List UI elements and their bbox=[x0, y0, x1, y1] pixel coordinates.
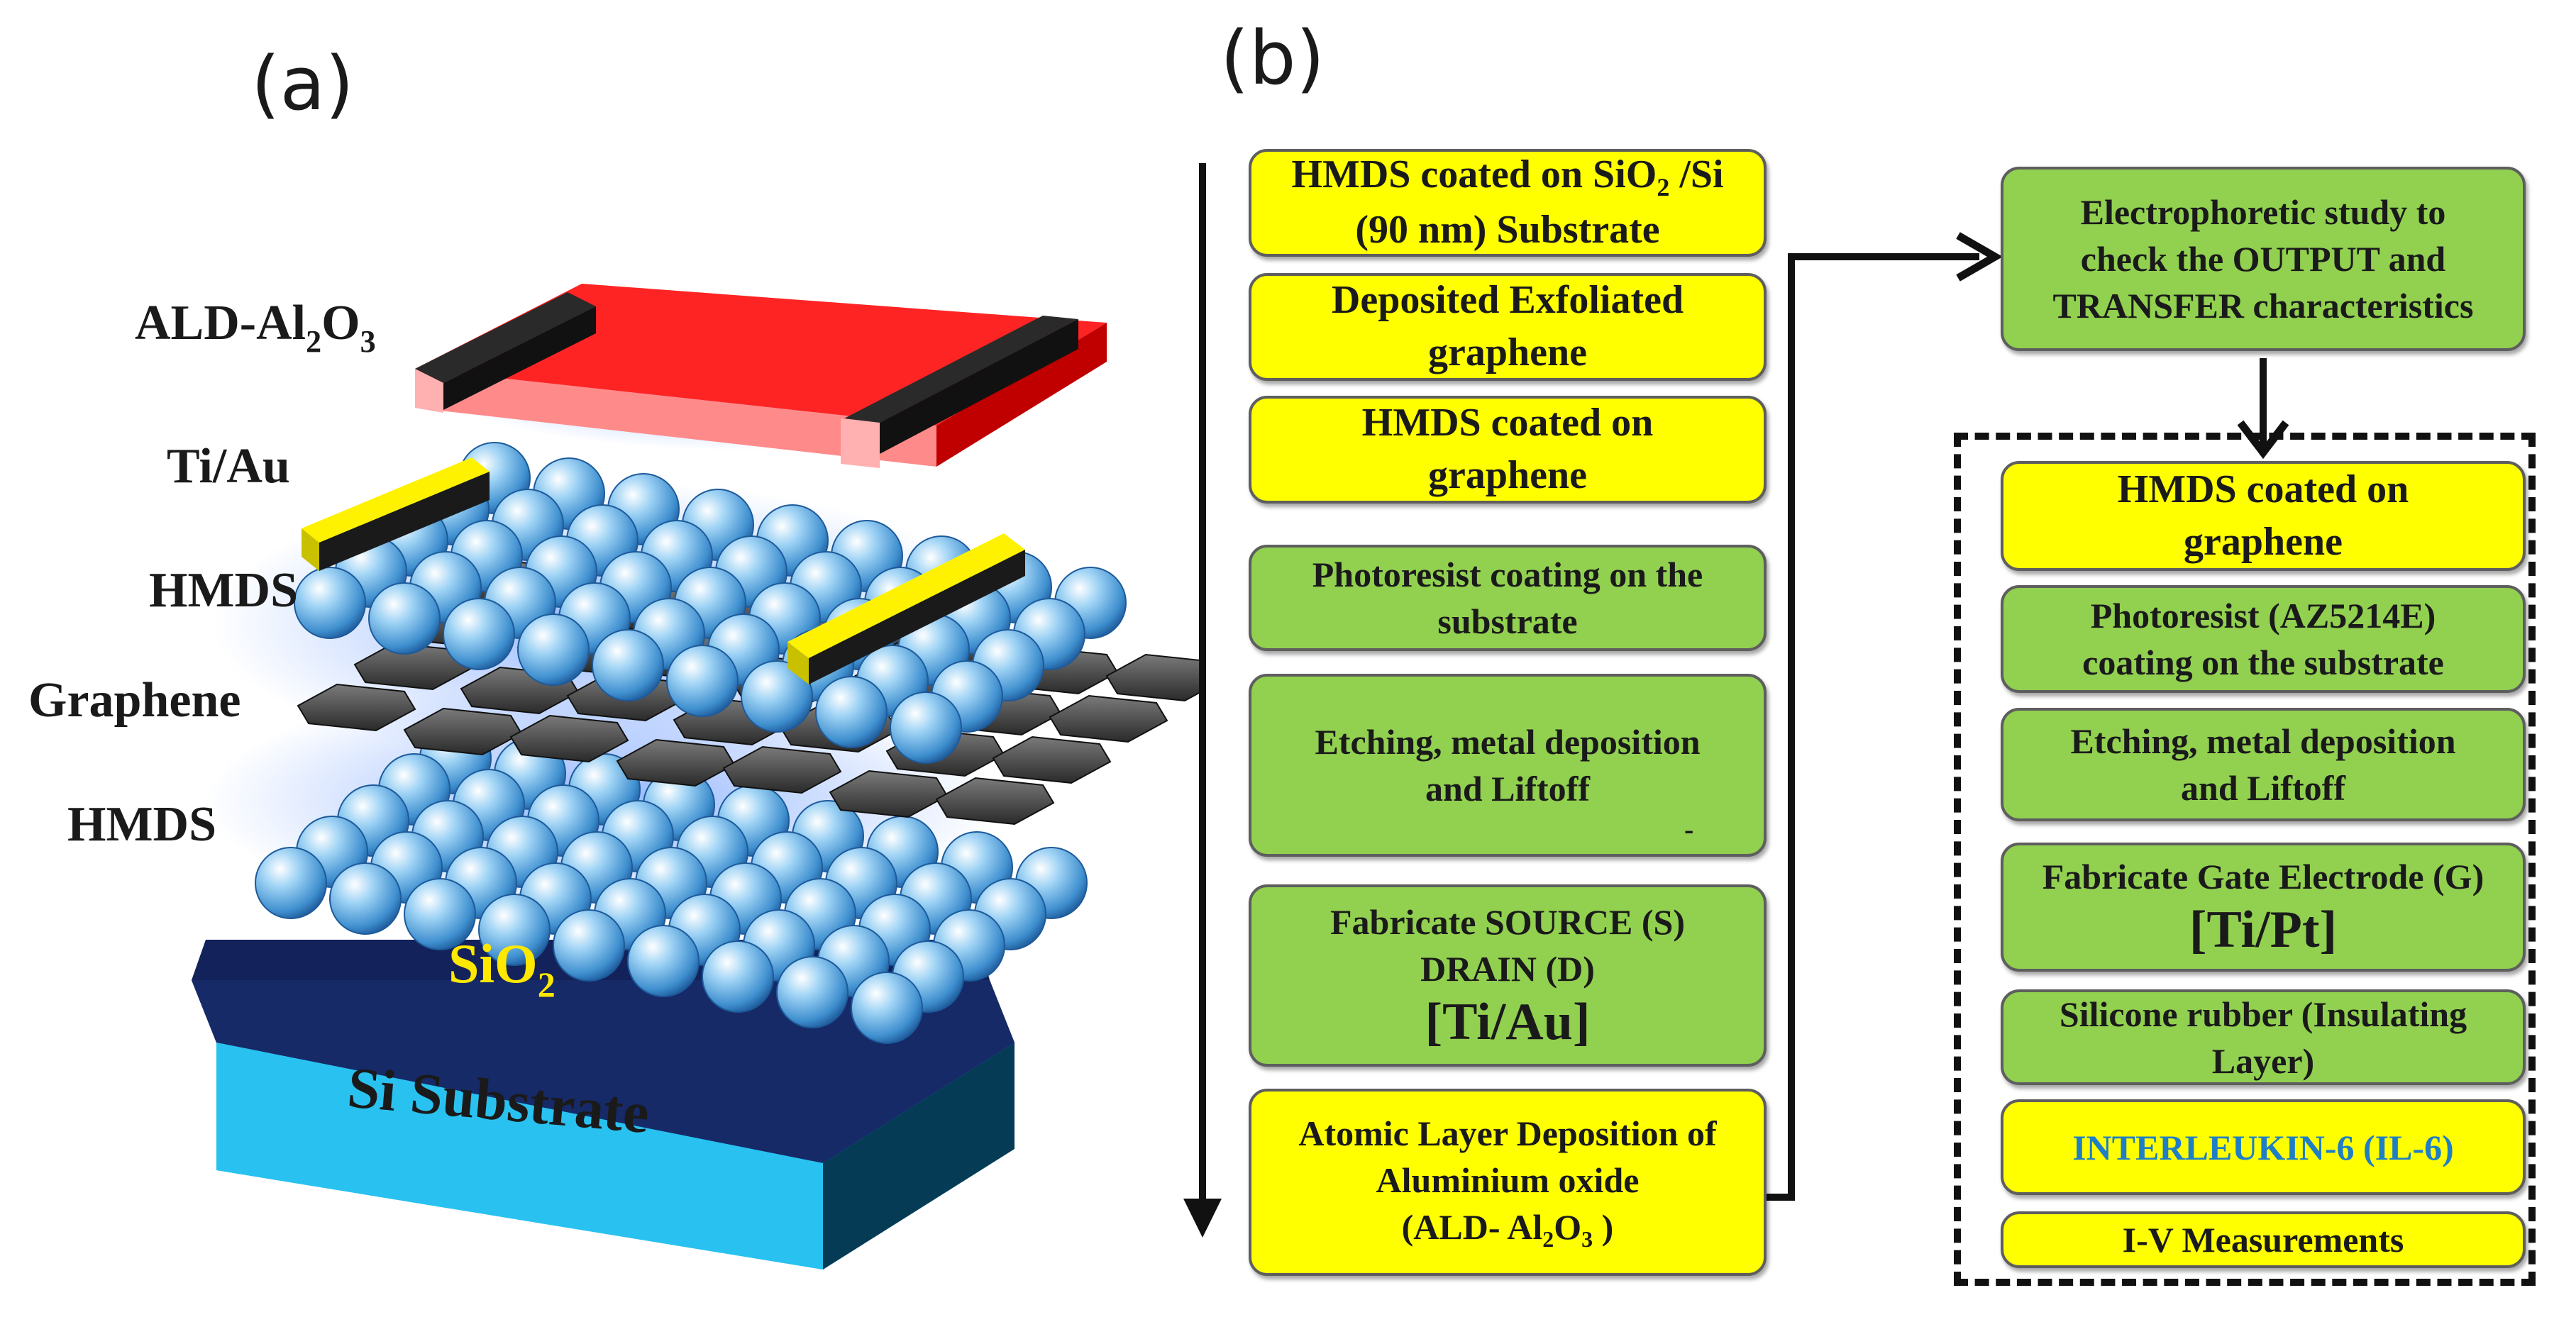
label-graphene: Graphene bbox=[28, 673, 241, 728]
step-ald-line3: (ALD- Al2O3 ) bbox=[1401, 1207, 1614, 1252]
graphene-hex-tile bbox=[992, 735, 1112, 784]
step-ald-aluminium-oxide: Atomic Layer Deposition of Aluminium oxi… bbox=[1249, 1089, 1767, 1276]
step-photoresist-left-line1: Photoresist coating on the bbox=[1312, 555, 1703, 594]
step-etching-right-line1: Etching, metal deposition bbox=[2070, 721, 2456, 761]
step-photoresist-left-line2: substrate bbox=[1437, 601, 1578, 641]
step-photoresist-left: Photoresist coating on the substrate bbox=[1249, 545, 1767, 651]
hmds-sphere bbox=[702, 940, 774, 1013]
step-hmds-graphene-right: HMDS coated on graphene bbox=[2001, 461, 2526, 571]
step-fabricate-source-drain: Fabricate SOURCE (S) DRAIN (D) [Ti/Au] bbox=[1249, 884, 1767, 1067]
step-il6-line1: INTERLEUKIN-6 (IL-6) bbox=[2072, 1127, 2454, 1167]
step-etching-left-mark: - bbox=[1684, 813, 1694, 845]
label-ti-au: Ti/Au bbox=[167, 439, 290, 494]
step-gate-line2: [Ti/Pt] bbox=[2189, 901, 2338, 960]
step-hmds-sio2-line2: (90 nm) Substrate bbox=[1355, 208, 1660, 252]
step-photoresist-right-line2: coating on the substrate bbox=[2082, 643, 2444, 682]
step-etching-left-line2: and Liftoff bbox=[1425, 769, 1590, 809]
step-hmds-sio2-substrate: HMDS coated on SiO2 /Si (90 nm) Substrat… bbox=[1249, 149, 1767, 257]
step-silicone-line1: Silicone rubber (Insulating bbox=[2059, 994, 2467, 1034]
step-interleukin-6: INTERLEUKIN-6 (IL-6) bbox=[2001, 1099, 2526, 1195]
hmds-sphere bbox=[666, 645, 739, 717]
step-silicone-line2: Layer) bbox=[2211, 1040, 2315, 1081]
device-stack-illustration: ALD-Al2O3 Ti/Au HMDS Graphene HMDS SiO2 … bbox=[28, 284, 1206, 1270]
ti-au-contacts bbox=[302, 457, 1025, 684]
step-sd-line1: Fabricate SOURCE (S) bbox=[1330, 901, 1685, 942]
dashed-group-border bbox=[1954, 433, 2536, 1286]
hmds-sphere bbox=[329, 862, 402, 935]
step-hmds-left-line2: graphene bbox=[1428, 453, 1587, 497]
step-electro-line2: check the OUTPUT and bbox=[2080, 239, 2446, 279]
step-ald-line2: Aluminium oxide bbox=[1376, 1160, 1640, 1201]
step-electro-line1: Electrophoretic study to bbox=[2080, 192, 2446, 232]
step-photoresist-right: Photoresist (AZ5214E) coating on the sub… bbox=[2001, 585, 2526, 693]
graphene-hex-tile bbox=[1105, 653, 1206, 702]
step-electrophoretic-study: Electrophoretic study to check the OUTPU… bbox=[2001, 167, 2526, 351]
step-hmds-left-line1: HMDS coated on bbox=[1361, 401, 1654, 445]
step-ald-line1: Atomic Layer Deposition of bbox=[1298, 1113, 1717, 1154]
hmds-sphere bbox=[478, 894, 551, 966]
step-iv-measurements: I-V Measurements bbox=[2001, 1211, 2526, 1268]
graphene-hex-tile bbox=[509, 714, 629, 763]
step-etching-left-line1: Etching, metal deposition bbox=[1315, 722, 1701, 762]
step-deposited-line2: graphene bbox=[1428, 330, 1587, 374]
label-hmds-bottom: HMDS bbox=[67, 797, 216, 852]
graphene-hex-tile bbox=[722, 745, 842, 794]
graphene-hex-tile bbox=[297, 683, 416, 732]
step-sd-line2: DRAIN (D) bbox=[1420, 948, 1595, 989]
step-fabricate-gate: Fabricate Gate Electrode (G) [Ti/Pt] bbox=[2001, 843, 2526, 972]
step-etching-right: Etching, metal deposition and Liftoff bbox=[2001, 708, 2526, 821]
hmds-bottom-spheres bbox=[255, 722, 1088, 1044]
label-hmds-top: HMDS bbox=[149, 563, 298, 618]
panel-a-label: (a) bbox=[251, 40, 354, 127]
step-hmds-graphene-left: HMDS coated on graphene bbox=[1249, 396, 1767, 504]
step-electro-line3: TRANSFER characteristics bbox=[2052, 286, 2474, 326]
hmds-sphere bbox=[404, 878, 476, 950]
step-hmds-right-line2: graphene bbox=[2184, 519, 2343, 564]
step-hmds-sio2-line1: HMDS coated on SiO2 /Si bbox=[1291, 152, 1724, 201]
graphene-hex-tile bbox=[935, 777, 1055, 826]
step-etching-left: Etching, metal deposition and Liftoff - bbox=[1249, 674, 1767, 857]
step-deposited-graphene: Deposited Exfoliated graphene bbox=[1249, 273, 1767, 381]
hmds-sphere bbox=[776, 956, 848, 1028]
hmds-sphere bbox=[443, 598, 515, 670]
step-iv-line1: I-V Measurements bbox=[2122, 1220, 2404, 1260]
graphene-hex-tile bbox=[1049, 694, 1168, 743]
hmds-sphere bbox=[815, 676, 888, 748]
label-ald-al2o3: ALD-Al2O3 bbox=[135, 296, 376, 359]
hmds-sphere bbox=[294, 567, 366, 639]
hmds-sphere bbox=[741, 660, 813, 733]
hmds-sphere bbox=[890, 691, 962, 764]
step-etching-right-line2: and Liftoff bbox=[2181, 768, 2345, 808]
hmds-sphere bbox=[553, 909, 625, 982]
step-gate-line1: Fabricate Gate Electrode (G) bbox=[2042, 857, 2484, 897]
panel-b-label: (b) bbox=[1220, 15, 1325, 101]
step-sd-line3: [Ti/Au] bbox=[1425, 992, 1591, 1051]
hmds-sphere bbox=[368, 582, 441, 655]
step-deposited-line1: Deposited Exfoliated bbox=[1331, 278, 1684, 323]
step-silicone-rubber: Silicone rubber (Insulating Layer) bbox=[2001, 989, 2526, 1085]
hmds-sphere bbox=[627, 925, 700, 997]
hmds-sphere bbox=[851, 972, 923, 1044]
hmds-sphere bbox=[592, 629, 664, 701]
step-photoresist-right-line1: Photoresist (AZ5214E) bbox=[2090, 596, 2436, 635]
hmds-sphere bbox=[517, 613, 590, 686]
ald-al2o3-electrode bbox=[415, 284, 1107, 468]
hmds-sphere bbox=[255, 847, 327, 919]
label-sio2: SiO2 bbox=[448, 933, 555, 1004]
step-hmds-right-line1: HMDS coated on bbox=[2117, 467, 2409, 511]
